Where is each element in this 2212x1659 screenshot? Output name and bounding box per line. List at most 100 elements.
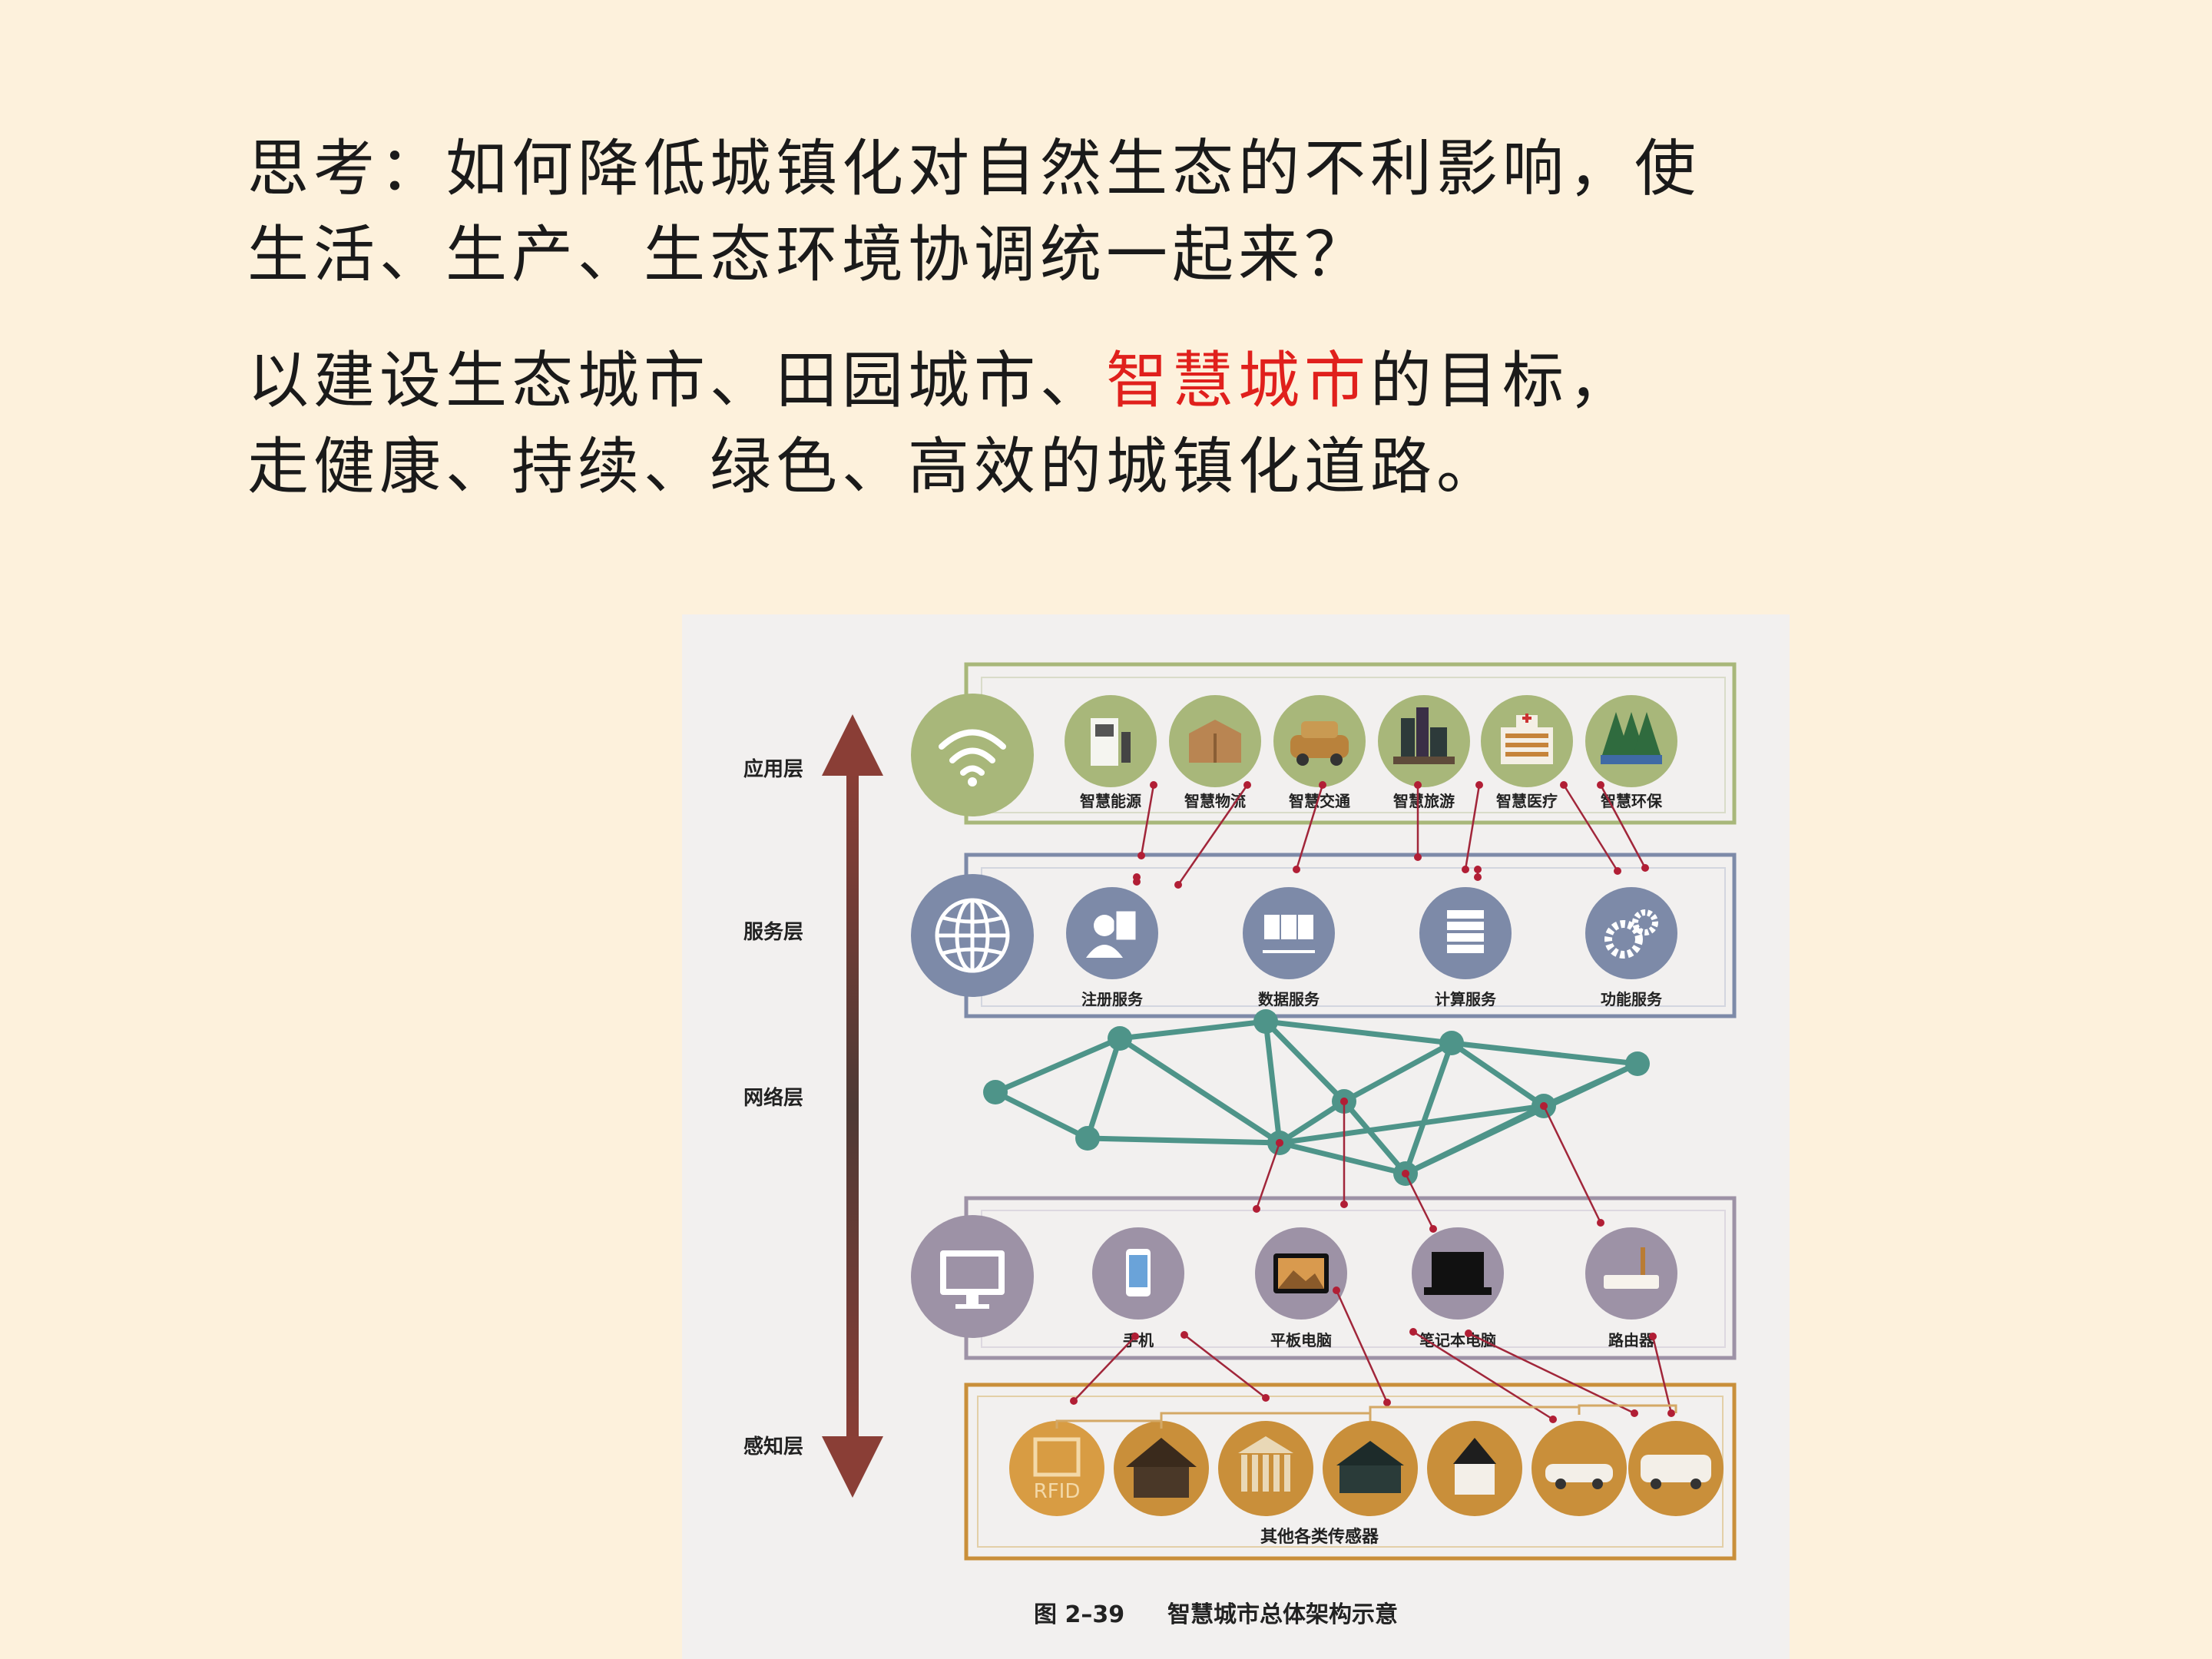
link-line	[1140, 784, 1155, 856]
service-item-0: 注册服务	[1066, 887, 1158, 1008]
network-node	[1439, 1031, 1464, 1055]
app-item-1: 智慧物流	[1169, 695, 1261, 810]
service-item-3: 功能服务	[1585, 887, 1677, 1008]
bank-icon	[1238, 1436, 1293, 1492]
service-item-label: 注册服务	[1081, 990, 1144, 1008]
sensor-item-1	[1114, 1421, 1209, 1516]
network-link	[994, 1035, 1121, 1095]
service-item-1: 数据服务	[1243, 887, 1335, 1008]
layer-label-network: 网络层	[743, 1086, 803, 1110]
link-line	[1412, 1330, 1554, 1421]
app-item-label: 智慧能源	[1080, 792, 1141, 810]
connection-lines	[1055, 781, 1677, 1429]
app-item-2: 智慧交通	[1273, 695, 1366, 810]
terminal-item-label: 平板电脑	[1270, 1331, 1332, 1349]
fuel-pump-icon	[1091, 718, 1131, 766]
rfid-text: RFID	[1034, 1480, 1081, 1503]
service-item-label: 计算服务	[1435, 990, 1497, 1008]
architecture-diagram: 应用层 服务层 网络层 感知层 智慧能源 智慧物流智慧交通智慧旅游 智慧医疗 智慧环保…	[743, 662, 1737, 1628]
link-line	[1651, 1336, 1673, 1414]
application-layer	[911, 662, 1737, 825]
link-line	[1184, 1334, 1267, 1399]
network-layer	[983, 1009, 1650, 1186]
link-line	[1295, 784, 1324, 870]
network-node	[1108, 1026, 1132, 1051]
server-icon	[1447, 910, 1484, 953]
mansion-icon	[1336, 1441, 1404, 1493]
link-line	[1404, 1173, 1435, 1230]
service-item-label: 数据服务	[1258, 990, 1320, 1008]
taxi-icon	[1290, 721, 1349, 766]
network-node	[1253, 1009, 1278, 1034]
chapel-icon	[1453, 1438, 1496, 1495]
bus-icon	[1641, 1455, 1711, 1489]
service-item-label: 功能服务	[1601, 990, 1663, 1008]
layer-label-service: 服务层	[743, 921, 803, 944]
network-link	[1404, 1061, 1639, 1177]
terminal-item-3: 路由器	[1585, 1227, 1677, 1349]
app-item-label: 智慧旅游	[1393, 792, 1455, 810]
sensor-item-2	[1218, 1421, 1313, 1516]
smart-city-highlight: 智慧城市	[1106, 345, 1370, 416]
terminal-layer	[911, 1196, 1737, 1360]
hospital-icon	[1501, 714, 1553, 764]
link-line	[1468, 1332, 1635, 1415]
sensor-item-4	[1427, 1421, 1522, 1516]
gears-icon	[1604, 909, 1658, 959]
answer-text-a: 以建设生态城市、田园城市、	[247, 345, 1106, 416]
terminal-item-label: 路由器	[1608, 1331, 1655, 1349]
sensor-item-3	[1323, 1421, 1418, 1516]
service-item-2: 计算服务	[1419, 887, 1512, 1008]
network-node	[1075, 1126, 1100, 1151]
rfid-icon: RFID	[1033, 1437, 1081, 1503]
link-line	[1542, 1105, 1602, 1224]
network-node	[1625, 1051, 1650, 1076]
link-line	[1335, 1290, 1389, 1403]
link-line	[1599, 784, 1647, 869]
network-link	[1263, 1021, 1283, 1144]
sensor-item-5	[1532, 1421, 1627, 1516]
answer-line-2: 走健康、持续、绿色、高效的城镇化道路。	[247, 431, 1502, 502]
network-link	[1451, 1040, 1638, 1067]
network-link	[1087, 1135, 1280, 1146]
app-item-4: 智慧医疗	[1481, 695, 1573, 810]
house-icon	[1126, 1438, 1197, 1498]
figure-title: 智慧城市总体架构示意	[1167, 1601, 1398, 1628]
network-link	[1402, 1041, 1455, 1175]
app-item-0: 智慧能源	[1065, 695, 1157, 810]
terminal-item-label: 手机	[1123, 1331, 1154, 1349]
layer-label-application: 应用层	[743, 757, 803, 781]
tablet-icon	[1273, 1253, 1329, 1293]
laptop-icon	[1424, 1252, 1492, 1295]
network-link	[1118, 1036, 1281, 1145]
router-icon	[1604, 1247, 1659, 1289]
city-icon	[1393, 707, 1455, 764]
network-link	[1119, 1018, 1267, 1041]
network-node	[983, 1080, 1008, 1104]
app-item-label: 智慧环保	[1601, 792, 1663, 810]
link-line	[1073, 1336, 1136, 1402]
network-link	[1450, 1041, 1545, 1108]
network-link	[1279, 1140, 1406, 1177]
phone-icon	[1126, 1249, 1151, 1296]
network-link	[1279, 1103, 1545, 1146]
app-item-5: 智慧环保	[1585, 695, 1677, 810]
question-line-1: 思考：如何降低城镇化对自然生态的不利影响，使	[247, 133, 1700, 204]
wifi-icon	[911, 694, 1034, 816]
user-card-icon	[1086, 909, 1138, 958]
layer-label-perception: 感知层	[743, 1435, 803, 1459]
terminal-item-2: 笔记本电脑	[1412, 1227, 1504, 1349]
sensor-item-6	[1628, 1421, 1724, 1516]
car-icon	[1545, 1464, 1613, 1489]
network-link	[1084, 1037, 1123, 1140]
link-line	[1464, 784, 1481, 870]
network-link	[1343, 1040, 1453, 1104]
figure-number: 图 2–39	[1034, 1601, 1124, 1628]
app-item-label: 智慧医疗	[1496, 792, 1558, 810]
link-line	[1255, 1142, 1281, 1210]
network-link	[1265, 1018, 1452, 1046]
network-link	[1263, 1019, 1346, 1104]
network-link	[994, 1089, 1089, 1141]
data-people-icon	[1263, 915, 1315, 953]
answer-text-b: 的目标，	[1370, 345, 1634, 416]
